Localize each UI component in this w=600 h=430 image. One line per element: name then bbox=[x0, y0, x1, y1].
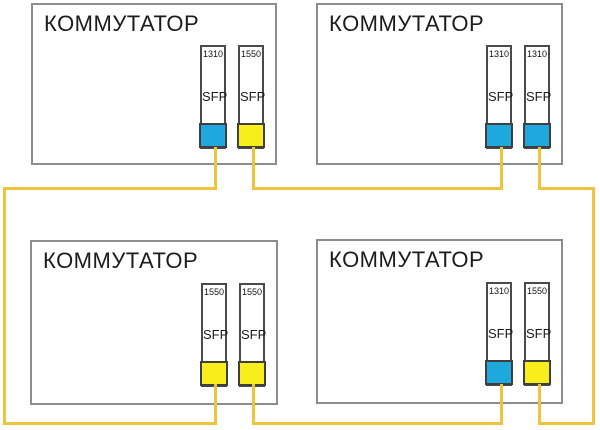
fiber-cable-segment bbox=[214, 147, 217, 190]
sfp-wavelength-label: 1310 bbox=[202, 49, 224, 59]
sfp-label: SFP bbox=[526, 89, 552, 104]
fiber-connector bbox=[238, 361, 266, 386]
sfp-wavelength-label: 1550 bbox=[241, 287, 263, 297]
fiber-cable-segment bbox=[252, 384, 255, 425]
fiber-connector bbox=[523, 360, 551, 385]
fiber-cable-segment bbox=[252, 187, 503, 190]
sfp-label: SFP bbox=[241, 327, 267, 342]
sfp-wavelength-label: 1310 bbox=[488, 286, 510, 296]
fiber-connector bbox=[237, 123, 265, 148]
fiber-cable-segment bbox=[3, 187, 217, 190]
sfp-wavelength-label: 1550 bbox=[526, 286, 548, 296]
sfp-module-1310: 1310 SFP bbox=[523, 45, 552, 149]
fiber-connector bbox=[485, 360, 513, 385]
sfp-module-1310: 1310 SFP bbox=[485, 282, 514, 386]
fiber-cable-segment bbox=[538, 187, 595, 190]
switch-title: КОММУТАТОР bbox=[329, 247, 485, 272]
sfp-module-1310: 1310 SFP bbox=[199, 45, 228, 149]
sfp-module-1550: 1550 SFP bbox=[237, 45, 266, 149]
switch-box-bottom-left: КОММУТАТОР 1550 SFP 1550 SFP bbox=[30, 240, 278, 405]
sfp-label: SFP bbox=[526, 326, 552, 341]
fiber-cable-segment bbox=[3, 187, 6, 425]
sfp-wavelength-label: 1550 bbox=[203, 287, 225, 297]
fiber-cable-segment bbox=[592, 187, 595, 425]
sfp-wavelength-label: 1310 bbox=[488, 49, 510, 59]
fiber-connector bbox=[199, 123, 227, 148]
sfp-label: SFP bbox=[202, 89, 228, 104]
sfp-label: SFP bbox=[203, 327, 229, 342]
switch-box-top-left: КОММУТАТОР 1310 SFP 1550 SFP bbox=[31, 3, 277, 165]
fiber-cable-segment bbox=[538, 422, 595, 425]
fiber-cable-segment bbox=[500, 384, 503, 425]
switch-title: КОММУТАТОР bbox=[44, 11, 200, 36]
fiber-connector bbox=[485, 123, 513, 148]
fiber-cable-segment bbox=[538, 384, 541, 425]
sfp-wavelength-label: 1550 bbox=[240, 49, 262, 59]
switch-box-bottom-right: КОММУТАТОР 1310 SFP 1550 SFP bbox=[316, 239, 563, 404]
fiber-cable-segment bbox=[538, 147, 541, 190]
fiber-connector bbox=[523, 123, 551, 148]
sfp-module-1550: 1550 SFP bbox=[523, 282, 552, 386]
fiber-cable-segment bbox=[252, 147, 255, 190]
fiber-cable-segment bbox=[214, 384, 217, 425]
fiber-connector bbox=[200, 361, 228, 386]
sfp-label: SFP bbox=[488, 89, 514, 104]
fiber-cable-segment bbox=[3, 422, 217, 425]
sfp-label: SFP bbox=[488, 326, 514, 341]
fiber-cable-segment bbox=[500, 147, 503, 190]
switch-box-top-right: КОММУТАТОР 1310 SFP 1310 SFP bbox=[316, 3, 563, 165]
sfp-module-1310: 1310 SFP bbox=[485, 45, 514, 149]
switch-title: КОММУТАТОР bbox=[329, 11, 485, 36]
sfp-module-1550: 1550 SFP bbox=[200, 283, 229, 387]
fiber-cable-segment bbox=[252, 422, 503, 425]
sfp-label: SFP bbox=[240, 89, 266, 104]
switch-title: КОММУТАТОР bbox=[43, 248, 199, 273]
sfp-wavelength-label: 1310 bbox=[526, 49, 548, 59]
sfp-module-1550: 1550 SFP bbox=[238, 283, 267, 387]
